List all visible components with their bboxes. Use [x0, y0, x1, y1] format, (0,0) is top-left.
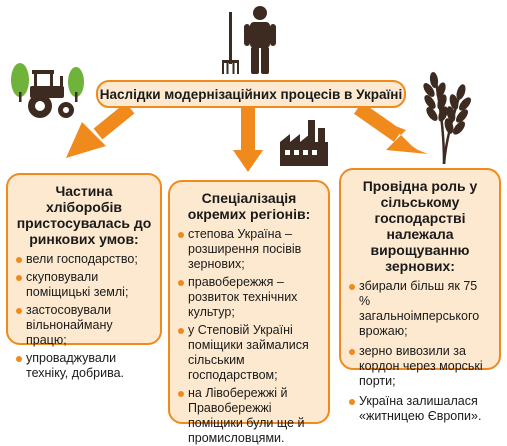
list-item: правобережжя – розвиток технічних культу…	[178, 275, 320, 320]
list-item: збирали більш як 75 % загальноімперськог…	[349, 279, 491, 339]
bullet-list: степова Україна – розширення посівів зер…	[178, 227, 320, 446]
wheat-icon	[423, 72, 471, 165]
list-item: скуповували поміщицькі землі;	[16, 270, 152, 300]
connector-arrows	[66, 102, 428, 172]
farmer-icon	[222, 6, 276, 74]
factory-icon	[280, 120, 328, 166]
box-heading: Частина хліборобів пристосувалась до рин…	[16, 183, 152, 247]
list-item: зерно вивозили за кордон через морські п…	[349, 344, 491, 389]
arrow-right-head	[386, 124, 428, 154]
list-item: вели господарство;	[16, 252, 152, 267]
consequence-box-specialization: Спеціалізація окремих регіонів: степова …	[168, 180, 330, 445]
page-title: Наслідки модернізаційних процесів в Укра…	[96, 80, 406, 108]
bullet-list: збирали більш як 75 % загальноімперськог…	[349, 279, 491, 424]
list-item: у Степовій Україні поміщики займалися сі…	[178, 323, 320, 383]
arrow-left-head	[66, 122, 106, 158]
list-item: упроваджували техніку, добрива.	[16, 351, 152, 381]
consequence-box-farmers: Частина хліборобів пристосувалась до рин…	[6, 173, 162, 380]
arrow-middle-head	[233, 150, 263, 172]
arrow-right	[353, 102, 403, 142]
bullet-list: вели господарство; скуповували поміщицьк…	[16, 252, 152, 381]
box-heading: Спеціалізація окремих регіонів:	[187, 190, 311, 222]
box-heading: Провідна роль у сільському господарстві …	[362, 178, 478, 274]
list-item: степова Україна – розширення посівів зер…	[178, 227, 320, 272]
list-item: Україна залишалася «житницею Європи».	[349, 394, 491, 424]
arrow-left	[93, 102, 135, 140]
consequence-box-grain: Провідна роль у сільському господарстві …	[339, 168, 501, 423]
list-item: на Лівобережжі й Правобережжі поміщики б…	[178, 386, 320, 446]
tractor-icon	[11, 63, 84, 118]
list-item: застосовували вільнонайману працю;	[16, 303, 152, 348]
